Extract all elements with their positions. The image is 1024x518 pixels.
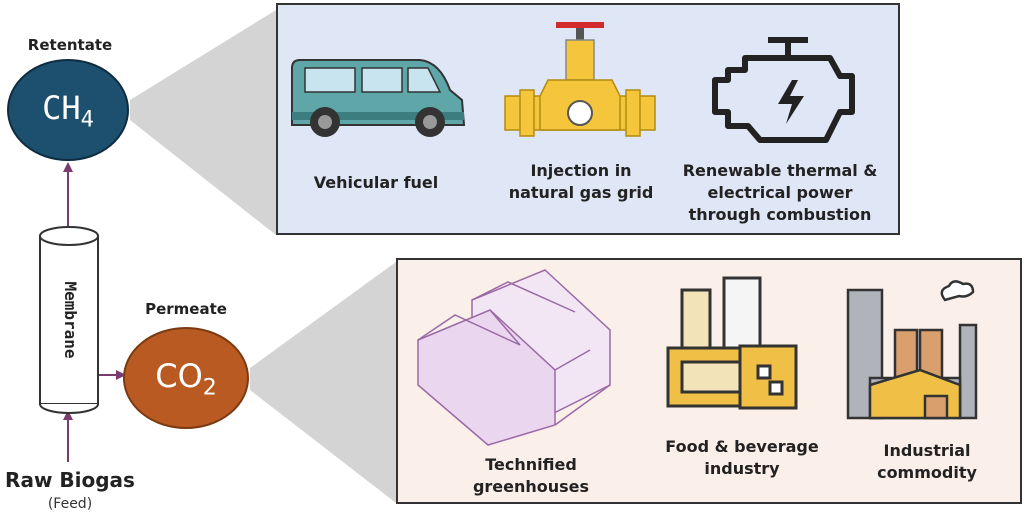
power-label: Renewable thermal & electrical power thr… xyxy=(680,160,880,226)
food-beverage-label: Food & beverage industry xyxy=(652,436,832,480)
food-beverage-label-line2: industry xyxy=(704,459,780,478)
arrows xyxy=(63,162,126,462)
gas-grid-label-line1: Injection in xyxy=(530,161,632,180)
industrial-label: Industrial commodity xyxy=(852,440,1002,484)
gas-grid-label: Injection in natural gas grid xyxy=(496,160,666,204)
engine-icon xyxy=(712,37,855,143)
industrial-label-line2: commodity xyxy=(877,463,977,482)
permeate-label: Permeate xyxy=(145,300,227,318)
co2-connector-funnel xyxy=(250,262,396,503)
vehicular-fuel-label: Vehicular fuel xyxy=(313,173,439,192)
greenhouse-icon xyxy=(417,269,611,446)
power-label-line3: through combustion xyxy=(688,205,872,224)
power-label-line1: Renewable thermal & xyxy=(682,161,878,180)
feed-title: Raw Biogas xyxy=(5,468,135,492)
food-beverage-icon xyxy=(666,276,798,410)
greenhouses-label: Technified greenhouses xyxy=(456,454,606,498)
feed-subtitle: (Feed) xyxy=(47,496,93,512)
membrane-label: Membrane xyxy=(61,281,80,359)
gas-grid-label-line2: natural gas grid xyxy=(508,183,654,202)
power-label-line2: electrical power xyxy=(707,183,853,202)
greenhouses-label-line1: Technified xyxy=(485,455,577,474)
ch4-formula: CH4 xyxy=(20,88,116,140)
retentate-label: Retentate xyxy=(27,36,113,54)
greenhouses-label-line2: greenhouses xyxy=(472,477,590,496)
food-beverage-label-line1: Food & beverage xyxy=(665,437,819,456)
co2-subscript: 2 xyxy=(202,375,217,401)
co2-circle xyxy=(123,327,249,429)
factory-icon xyxy=(846,280,978,420)
co2-formula: CO2 xyxy=(136,356,236,408)
gas-valve-icon xyxy=(504,22,656,137)
co2-text: CO xyxy=(155,357,203,395)
membrane-cylinder xyxy=(39,226,99,414)
ch4-connector-funnel xyxy=(130,10,276,235)
van-icon xyxy=(291,59,466,137)
ch4-circle xyxy=(7,59,129,161)
industrial-label-line1: Industrial xyxy=(883,441,971,460)
ch4-text: CH xyxy=(42,89,81,127)
ch4-subscript: 4 xyxy=(80,107,94,133)
